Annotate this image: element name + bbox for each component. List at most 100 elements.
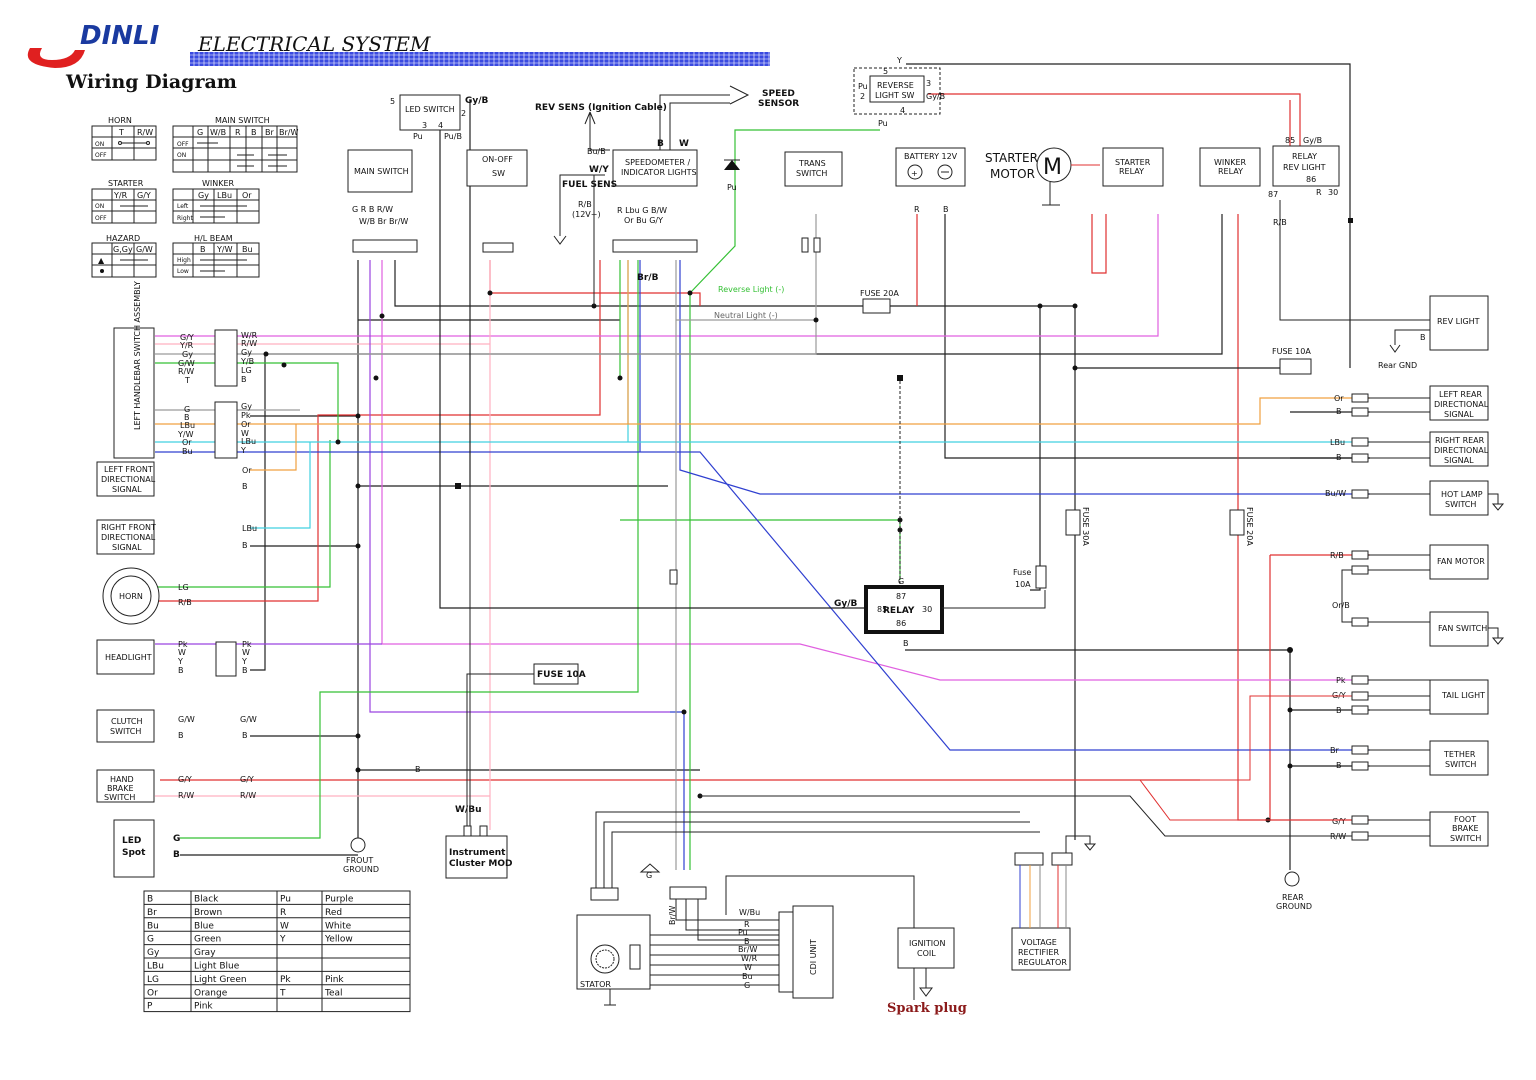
horn-row-off: OFF xyxy=(95,152,107,159)
legend-name-4: Gray xyxy=(194,948,216,958)
legend-name2-2: White xyxy=(325,921,352,931)
hand-brake-switch-box xyxy=(96,769,155,803)
svg-text:Y/R: Y/R xyxy=(179,341,194,350)
svg-text:+: + xyxy=(911,169,918,178)
connector-stub xyxy=(1351,550,1369,560)
hl-row-high: High xyxy=(177,257,191,264)
led-switch-pin3: 3 xyxy=(422,121,427,130)
svg-text:Y/B: Y/B xyxy=(240,357,254,366)
svg-text:W: W xyxy=(178,648,186,657)
svg-text:W: W xyxy=(744,963,752,972)
svg-text:R: R xyxy=(914,205,920,214)
orange-wires xyxy=(155,260,1370,471)
page-subtitle: Wiring Diagram xyxy=(65,71,237,93)
svg-text:G/Y: G/Y xyxy=(240,775,254,784)
fuel-sens-wire: R/B xyxy=(578,200,592,209)
ms-col-wb: W/B xyxy=(210,128,226,137)
ms-col-br: Br xyxy=(265,128,274,137)
reverse-light-switch-box xyxy=(869,75,925,103)
starter-relay-label-2: RELAY xyxy=(1119,167,1144,176)
legend-name-2: Blue xyxy=(194,921,214,931)
led-spot-label-2: Spot xyxy=(122,848,146,858)
hot-lamp-label-2: SWITCH xyxy=(1445,500,1476,509)
svg-text:B: B xyxy=(943,205,949,214)
red-wires xyxy=(155,93,1370,821)
winker-col-or: Or xyxy=(242,191,252,200)
winker-table-title: WINKER xyxy=(202,179,235,188)
speedo-brb-label: Br/B xyxy=(637,273,659,283)
connector-stub xyxy=(1351,815,1369,825)
svg-text:Or/B: Or/B xyxy=(1332,601,1350,610)
svg-text:Pu: Pu xyxy=(858,82,868,91)
svg-text:Y: Y xyxy=(241,657,247,666)
svg-text:B: B xyxy=(415,765,421,774)
speedometer-box xyxy=(612,149,698,187)
left-rear-ds-label-3: SIGNAL xyxy=(1444,410,1474,419)
hl-beam-table-title: H/L BEAM xyxy=(194,234,233,243)
svg-text:Gy: Gy xyxy=(182,350,193,359)
svg-text:W/R: W/R xyxy=(241,331,258,340)
speed-sensor-label-2: SENSOR xyxy=(758,99,799,109)
svg-text:Y: Y xyxy=(896,56,902,65)
front-ground-icon xyxy=(350,837,366,853)
svg-text:Pu: Pu xyxy=(738,928,748,937)
connector-stub xyxy=(1351,761,1369,771)
svg-text:4: 4 xyxy=(900,106,905,115)
led-spot-box xyxy=(113,819,155,878)
svg-text:LBu: LBu xyxy=(1330,438,1345,447)
svg-text:B: B xyxy=(1336,453,1342,462)
svg-text:G/W: G/W xyxy=(240,715,257,724)
legend-name-0: Black xyxy=(194,895,219,905)
fuse-10a-right-icon xyxy=(1279,358,1312,375)
svg-text:B: B xyxy=(178,666,184,675)
connector-stub xyxy=(1351,393,1369,403)
starter-row-off: OFF xyxy=(95,215,107,222)
svg-text:W/Bu: W/Bu xyxy=(739,908,760,917)
blue-wires-2 xyxy=(155,260,1370,751)
svg-text:B: B xyxy=(242,482,248,491)
right-components: LEFT REAR DIRECTIONAL SIGNAL OrB RIGHT R… xyxy=(700,385,1505,911)
svg-text:Pk: Pk xyxy=(242,640,252,649)
tether-switch-box xyxy=(1429,740,1489,776)
purple-wires xyxy=(155,260,670,713)
rev-sens-wire: Bu/B xyxy=(587,147,606,156)
led-spot-label-1: LED xyxy=(122,836,141,846)
svg-text:T: T xyxy=(184,376,190,385)
led-switch-wire-pu: Pu xyxy=(413,132,423,141)
top-components: LED SWITCH Gy/B 5 3 4 2 Pu Pu/B MAIN SWI… xyxy=(347,56,1489,375)
legend-name-7: Orange xyxy=(194,988,228,998)
black-wires xyxy=(250,214,1370,840)
tail-light-label: TAIL LIGHT xyxy=(1441,691,1485,700)
svg-text:B: B xyxy=(242,666,248,675)
svg-text:G/Y: G/Y xyxy=(178,775,192,784)
fan-motor-box xyxy=(1429,544,1489,580)
tether-label-1: TETHER xyxy=(1443,750,1476,759)
hazard-table-title: HAZARD xyxy=(106,234,140,243)
winker-relay-label-1: WINKER xyxy=(1214,158,1247,167)
battery-label: BATTERY 12V xyxy=(904,152,958,161)
legend-code2-3: Y xyxy=(279,935,286,945)
legend-code-4: Gy xyxy=(147,948,160,958)
starter-col-gy: G/Y xyxy=(137,191,151,200)
led-switch-box xyxy=(399,94,461,131)
hand-brake-label-3: SWITCH xyxy=(104,793,135,802)
fuse-20a-v-icon xyxy=(1229,509,1245,536)
left-rear-ds-box xyxy=(1429,385,1489,421)
svg-text:W/R: W/R xyxy=(741,954,758,963)
svg-text:Bu: Bu xyxy=(742,972,753,981)
svg-text:B: B xyxy=(1336,706,1342,715)
svg-text:R: R xyxy=(744,920,750,929)
ground-g-icon xyxy=(639,863,661,873)
green-wires xyxy=(155,260,901,839)
clutch-switch-label-2: SWITCH xyxy=(110,727,141,736)
svg-text:Br/W: Br/W xyxy=(668,906,677,925)
ms-col-brw: Br/W xyxy=(279,128,298,137)
svg-text:Y/W: Y/W xyxy=(177,430,194,439)
hl-col-bu: Bu xyxy=(242,245,253,254)
connector-stub xyxy=(1351,437,1369,447)
clutch-switch-box xyxy=(96,709,155,743)
hand-brake-label-2: BRAKE xyxy=(107,784,134,793)
left-front-ds-box xyxy=(96,461,155,497)
speedometer-label-2: INDICATOR LIGHTS xyxy=(621,168,697,177)
